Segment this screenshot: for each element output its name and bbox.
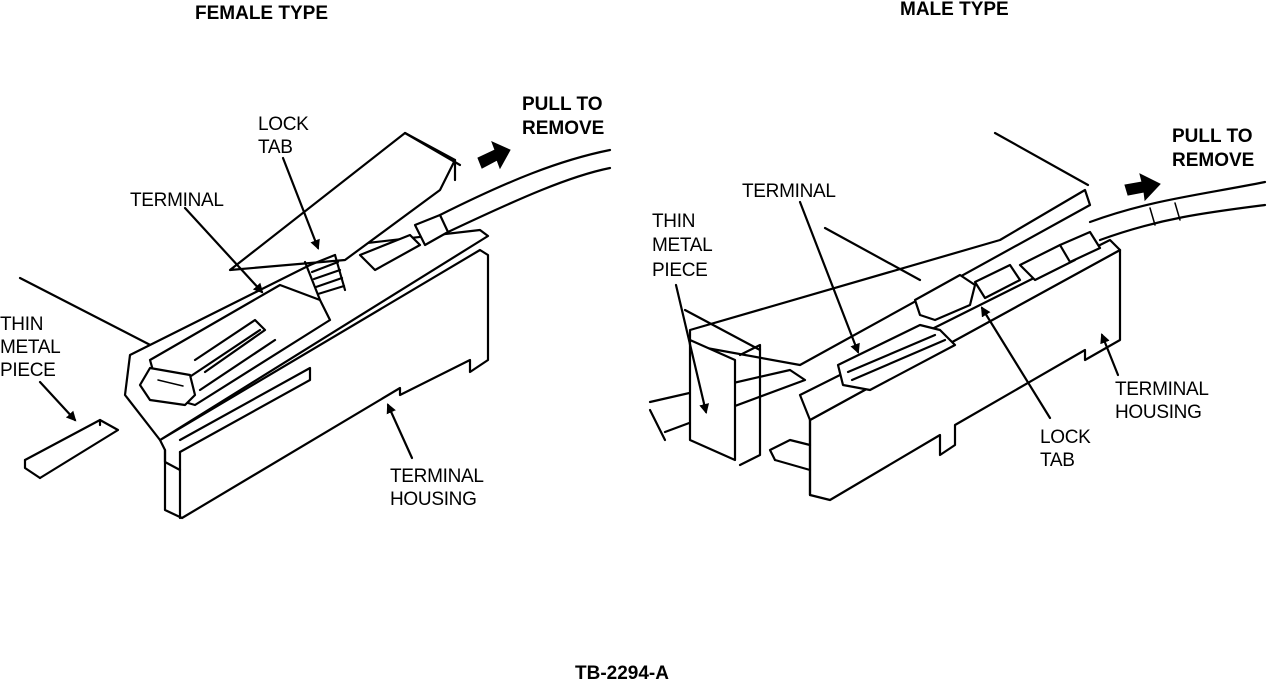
male-housing-leader — [1100, 333, 1120, 377]
female-connector-illustration — [18, 131, 612, 520]
figure-id: TB-2294-A — [575, 663, 669, 684]
male-thin-label-3: PIECE — [652, 260, 708, 281]
female-thin-metal-piece — [23, 418, 120, 480]
male-pull-arrow — [1124, 173, 1161, 202]
male-lock-tab-leader — [980, 306, 1052, 420]
male-housing-label-2: HOUSING — [1115, 402, 1202, 423]
female-terminal-label: TERMINAL — [130, 190, 224, 211]
female-pull-label-2: REMOVE — [522, 118, 604, 139]
female-housing-leader — [386, 403, 414, 460]
female-thin-label-1: THIN — [0, 314, 43, 335]
female-thin-label-2: METAL — [0, 337, 60, 358]
female-lock-label-2: TAB — [258, 137, 293, 158]
male-pull-label-2: REMOVE — [1172, 150, 1254, 171]
male-housing-label-1: TERMINAL — [1115, 379, 1209, 400]
female-thin-metal-leader — [38, 380, 77, 422]
male-thin-label-1: THIN — [652, 211, 695, 232]
male-terminal-leader — [798, 200, 860, 354]
male-connector-illustration — [648, 131, 1267, 502]
male-terminal — [836, 230, 1102, 392]
female-housing-label-2: HOUSING — [390, 489, 477, 510]
female-pull-arrow — [477, 141, 511, 170]
female-terminal — [138, 213, 450, 407]
female-title: FEMALE TYPE — [195, 3, 328, 24]
male-lock-label-1: LOCK — [1040, 427, 1091, 448]
male-terminal-label: TERMINAL — [742, 181, 836, 202]
male-wire — [1088, 180, 1267, 242]
female-housing-label-1: TERMINAL — [390, 466, 484, 487]
female-lock-label-1: LOCK — [258, 114, 309, 135]
female-wire — [438, 148, 612, 234]
female-pull-label-1: PULL TO — [522, 94, 603, 115]
male-lock-label-2: TAB — [1040, 450, 1075, 471]
female-lock-tab-leader — [281, 156, 320, 250]
female-terminal-leader — [183, 206, 264, 294]
male-thin-label-2: METAL — [652, 235, 712, 256]
male-thin-metal-leader — [674, 283, 710, 414]
male-pull-label-1: PULL TO — [1172, 126, 1253, 147]
female-thin-label-3: PIECE — [0, 360, 56, 381]
male-title: MALE TYPE — [900, 0, 1009, 20]
